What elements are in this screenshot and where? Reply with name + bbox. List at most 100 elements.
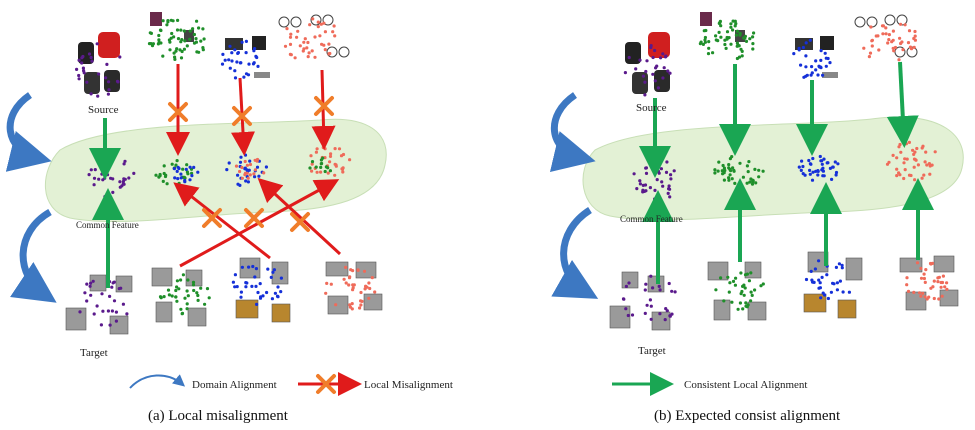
feature-point-backpack	[630, 313, 635, 317]
feature-point-backpack	[127, 176, 131, 180]
feature-point-chair	[748, 37, 752, 41]
feature-point-bicycle	[906, 289, 911, 293]
feature-point-chair	[314, 165, 318, 169]
feature-point-chair	[738, 161, 742, 165]
feature-point-chair	[745, 164, 750, 168]
feature-point-computer	[828, 61, 832, 65]
feature-point-backpack	[100, 292, 104, 296]
feature-point-chair	[165, 182, 169, 186]
feature-point-computer	[264, 165, 268, 169]
feature-point-bicycle	[903, 23, 907, 27]
feature-point-chair	[183, 296, 187, 300]
feature-point-computer	[242, 75, 246, 79]
feature-point-computer	[251, 264, 255, 269]
feature-point-bicycle	[924, 268, 928, 272]
feature-point-bicycle	[342, 277, 346, 281]
feature-point-computer	[255, 165, 260, 169]
feature-point-chair	[729, 42, 733, 46]
feature-point-computer	[819, 66, 823, 70]
feature-point-bicycle	[885, 162, 890, 166]
feature-point-bicycle	[334, 164, 338, 168]
feature-point-computer	[813, 267, 818, 271]
feature-point-chair	[183, 176, 187, 180]
feature-point-chair	[722, 166, 727, 170]
feature-point-chair	[722, 171, 726, 175]
feature-point-computer	[236, 51, 240, 55]
feature-point-chair	[731, 28, 735, 32]
feature-point-chair	[199, 286, 203, 290]
feature-point-chair	[734, 33, 739, 37]
feature-point-backpack	[111, 190, 115, 194]
feature-point-computer	[824, 64, 828, 68]
feature-point-chair	[751, 180, 755, 184]
feature-point-computer	[176, 177, 180, 181]
feature-point-bicycle	[890, 40, 894, 44]
feature-point-computer	[179, 172, 183, 176]
feature-point-computer	[258, 282, 262, 286]
feature-point-bicycle	[362, 269, 367, 273]
feature-point-computer	[825, 161, 829, 165]
feature-point-chair	[154, 173, 158, 177]
feature-point-backpack	[673, 290, 677, 294]
feature-point-bicycle	[867, 55, 872, 59]
feature-point-computer	[824, 56, 828, 60]
feature-point-chair	[166, 19, 170, 23]
feature-point-bicycle	[869, 25, 873, 29]
feature-point-computer	[802, 75, 806, 79]
feature-point-bicycle	[913, 178, 917, 182]
feature-point-chair	[729, 25, 733, 29]
feature-point-chair	[722, 299, 726, 303]
feature-point-backpack	[649, 44, 653, 48]
feature-point-bicycle	[911, 148, 915, 152]
feature-point-backpack	[107, 80, 111, 84]
feature-point-bicycle	[326, 171, 330, 175]
feature-point-chair	[730, 155, 734, 159]
feature-point-backpack	[643, 93, 647, 97]
feature-point-computer	[239, 155, 243, 159]
feature-point-computer	[265, 290, 269, 295]
feature-point-backpack	[669, 173, 673, 177]
feature-point-chair	[147, 42, 152, 46]
feature-point-backpack	[651, 55, 655, 60]
panel-b: Source Common Feature Target	[549, 12, 964, 357]
feature-point-computer	[188, 178, 192, 182]
feature-point-backpack	[666, 191, 670, 195]
feature-point-chair	[738, 301, 743, 305]
feature-point-chair	[721, 163, 725, 168]
common-feature-label: Common Feature	[76, 220, 139, 230]
feature-point-computer	[833, 160, 837, 164]
feature-point-chair	[753, 288, 757, 292]
feature-point-bicycle	[295, 35, 299, 39]
feature-point-chair	[168, 40, 172, 44]
feature-point-chair	[711, 51, 715, 55]
feature-point-bicycle	[936, 280, 940, 284]
feature-point-chair	[162, 295, 166, 299]
feature-point-computer	[253, 175, 257, 179]
feature-point-chair	[175, 279, 179, 283]
feature-point-backpack	[670, 289, 674, 293]
feature-point-backpack	[89, 293, 93, 297]
feature-point-backpack	[75, 67, 79, 71]
feature-point-computer	[814, 59, 818, 63]
feature-point-backpack	[635, 187, 639, 191]
feature-point-backpack	[93, 168, 97, 172]
feature-point-chair	[719, 276, 723, 280]
feature-point-backpack	[89, 281, 93, 285]
feature-point-chair	[191, 27, 195, 31]
feature-point-bicycle	[318, 34, 322, 38]
feature-point-bicycle	[913, 29, 917, 34]
feature-point-computer	[240, 265, 244, 269]
feature-point-computer	[192, 165, 196, 169]
feature-point-backpack	[667, 187, 671, 191]
feature-point-computer	[240, 40, 244, 44]
feature-point-backpack	[624, 307, 628, 311]
feature-point-bicycle	[316, 25, 320, 29]
feature-point-bicycle	[348, 305, 352, 309]
feature-point-chair	[151, 42, 155, 46]
feature-point-bicycle	[907, 29, 912, 33]
feature-point-bicycle	[918, 291, 922, 295]
feature-point-bicycle	[283, 44, 288, 48]
feature-point-backpack	[649, 274, 653, 278]
feature-point-chair	[747, 279, 752, 283]
feature-point-bicycle	[255, 159, 259, 163]
